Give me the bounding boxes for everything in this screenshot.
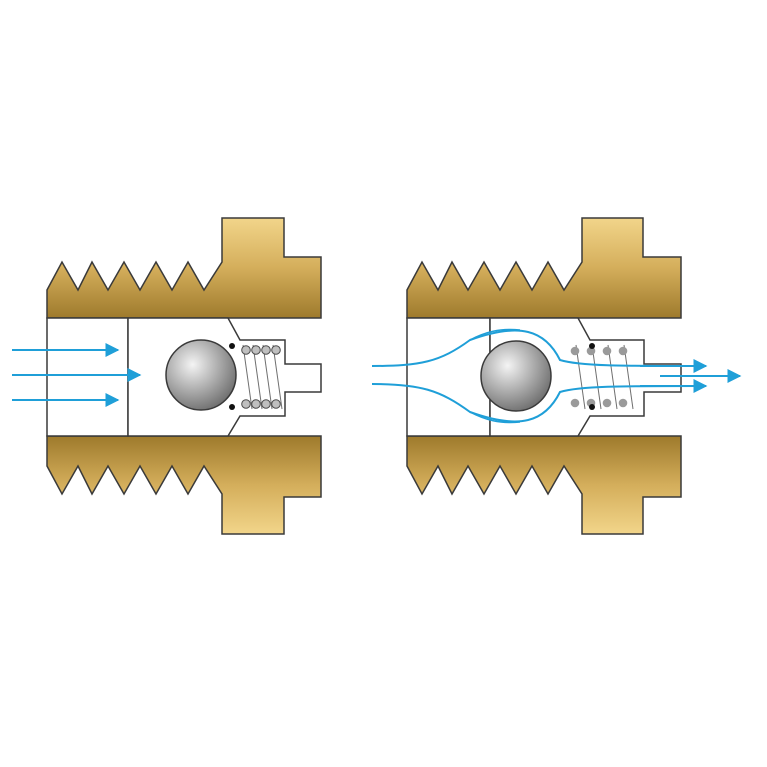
valve-closed-panel xyxy=(12,217,322,535)
ball-icon xyxy=(480,340,552,412)
lower-brass-body xyxy=(406,435,682,535)
seat-contact-top xyxy=(229,343,235,349)
seat-contact-bottom xyxy=(589,404,595,410)
flow-around-ball xyxy=(371,328,701,424)
valve-bore xyxy=(46,317,129,437)
valve-open-panel xyxy=(371,217,742,535)
spring-icon xyxy=(241,344,283,410)
upper-brass-body xyxy=(46,217,322,319)
outflow-arrows xyxy=(640,359,742,393)
seat-contact-top xyxy=(589,343,595,349)
valve-chamber xyxy=(489,317,682,437)
spring-icon xyxy=(570,344,634,410)
lower-brass-body xyxy=(46,435,322,535)
upper-brass-body xyxy=(406,217,682,319)
inflow-arrows xyxy=(12,343,142,407)
seat-contact-bottom xyxy=(229,404,235,410)
ball-icon xyxy=(165,339,237,411)
